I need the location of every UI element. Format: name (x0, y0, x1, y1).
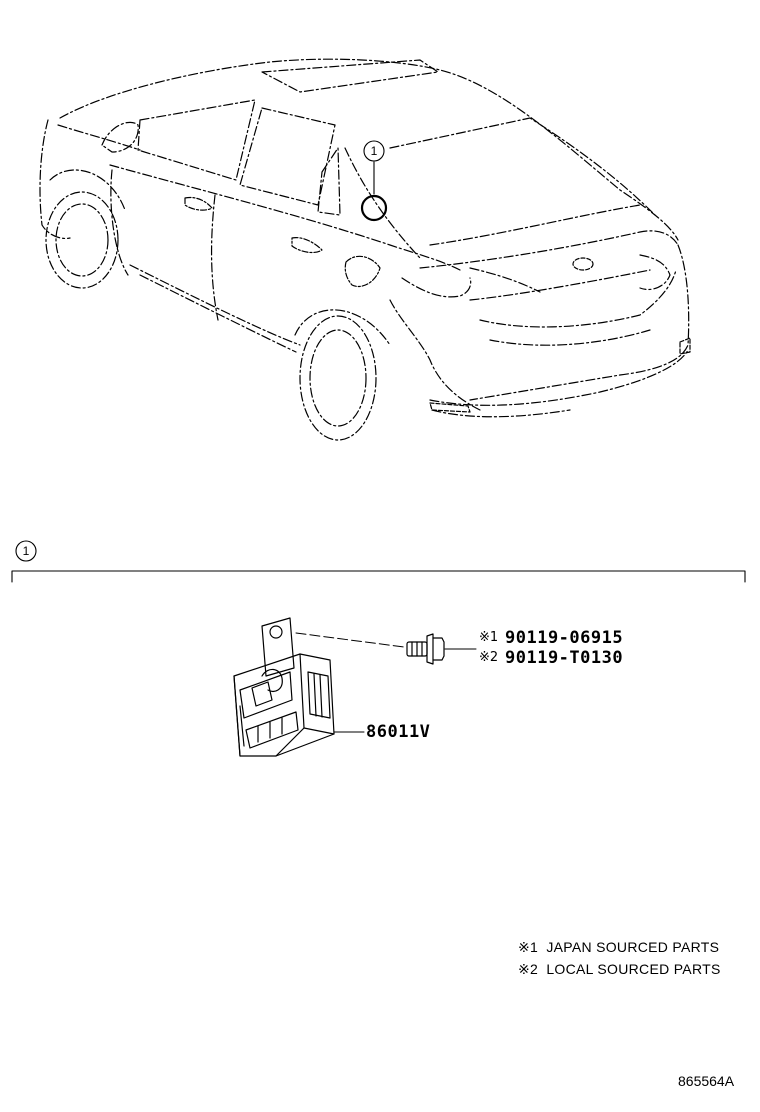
legend-text: JAPAN SOURCED PARTS (546, 939, 720, 955)
section-bracket (11, 540, 746, 583)
section-number: 1 (22, 544, 30, 558)
legend-item-japan: ※1 JAPAN SOURCED PARTS (518, 939, 719, 956)
part-number-bolt-local[interactable]: 90119-T0130 (505, 648, 624, 668)
legend-mark: ※1 (518, 939, 539, 955)
bolt-illustration (295, 632, 477, 665)
vehicle-illustration (39, 58, 691, 441)
legend-text: LOCAL SOURCED PARTS (546, 961, 721, 977)
legend-mark: ※2 (518, 961, 539, 977)
legend-item-local: ※2 LOCAL SOURCED PARTS (518, 961, 721, 978)
callout-marker (360, 140, 388, 222)
part-number-module[interactable]: 86011V (366, 722, 431, 742)
part-number-bolt-japan[interactable]: 90119-06915 (505, 628, 624, 648)
callout-number: 1 (370, 144, 378, 158)
diagram-reference: 865564A (678, 1073, 735, 1089)
part-mark-2: ※2 (479, 650, 499, 665)
part-mark-1: ※1 (479, 630, 499, 645)
module-illustration (233, 617, 365, 757)
